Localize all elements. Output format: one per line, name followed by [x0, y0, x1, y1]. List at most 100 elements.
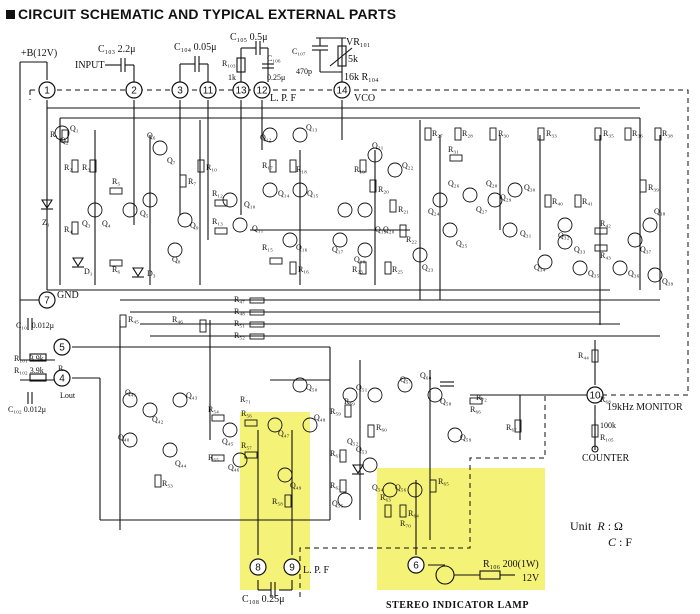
unit-c-value: : F [619, 535, 633, 549]
pin-number: 5 [59, 343, 65, 354]
unit-c-symbol: C [608, 535, 617, 549]
transistor-label: Q₂₅ [456, 239, 468, 248]
highlight-lpf-region [240, 412, 310, 590]
unit-r-symbol: R [597, 519, 605, 533]
pin-number: 8 [255, 563, 261, 574]
pin-12: 12 [253, 81, 271, 99]
transistor-label: Q₂₃ [422, 263, 434, 272]
resistor-label: R₁₉ [354, 165, 365, 174]
pin-13: 13 [232, 81, 250, 99]
transistor-label: Q₅₈ [440, 397, 452, 406]
vco-label: VCO [354, 93, 375, 104]
transistor-label: Q₄₆ [228, 463, 240, 472]
transistors [54, 125, 663, 508]
lamp-label: STEREO INDICATOR LAMP [386, 600, 529, 611]
resistor-label: R₃₃ [546, 129, 557, 138]
pin-9: 9 [283, 558, 301, 576]
c102-label: C₁₀₂ 0.012μ [8, 405, 46, 414]
transistor-label: Q₃₁ [520, 229, 532, 238]
resistor-label: R₁₂ [212, 189, 223, 198]
counter-label: COUNTER [582, 453, 630, 464]
transistor-label: Q₁₈ [354, 255, 366, 264]
transistor-label: Q₂₉ [500, 193, 512, 202]
transistor-label: Q₂₂ [402, 161, 414, 170]
resistor-label: R₂₅ [392, 265, 403, 274]
resistor-label: R₆₆ [470, 405, 481, 414]
resistor-label: R₁₈ [296, 165, 307, 174]
transistor-label: Q₉ [190, 221, 199, 230]
resistor-label: R₂₀ [378, 185, 389, 194]
resistor-label: R₄₁ [582, 197, 593, 206]
pin-number: 10 [589, 391, 601, 402]
transistor-label: Q₃₉ [662, 277, 674, 286]
resistor-label: R₄₂ [600, 219, 611, 228]
c107-label: C₁₀₇ [292, 47, 306, 56]
resistor-label: R₆₅ [438, 477, 449, 486]
pin-2: 2 [125, 81, 143, 99]
r105-label: R₁₀₅ [600, 433, 614, 442]
pin-number: 11 [203, 86, 214, 97]
c108-label: C₁₀₈ 0.25μ [242, 594, 285, 605]
resistor-label: R₇₀ [400, 519, 411, 528]
transistor-label: Q₃₅ [588, 269, 600, 278]
input-label: INPUT [75, 60, 104, 71]
resistor-label: R₁₇ [262, 161, 273, 170]
transistor-label: Q₁₅ [307, 189, 319, 198]
transistor-label: Q₂₆ [448, 179, 460, 188]
pin-1: 1 [38, 81, 56, 99]
r106-label: R₁₀₆ 200(1W) [483, 559, 539, 570]
transistor-label: Q₁ [70, 124, 79, 133]
transistor-label: Q₅₂ [347, 437, 359, 446]
resistor-label: R₅₁ [234, 319, 245, 328]
resistor-label: R₅ [112, 177, 120, 186]
resistor-label: R₄₈ [234, 307, 245, 316]
pin-number: 6 [413, 561, 419, 572]
transistor-label: Q₇ [167, 156, 176, 165]
resistor-label: R₂₇ [432, 129, 443, 138]
title-text: CIRCUIT SCHEMATIC AND TYPICAL EXTERNAL P… [18, 6, 397, 22]
resistor-label: R₁₅ [262, 243, 273, 252]
c107-value: 470p [296, 67, 312, 76]
resistor-label: R₅₂ [234, 331, 245, 340]
transistor-label: Q₃₇ [640, 245, 652, 254]
resistor-label: R₃₀ [498, 129, 509, 138]
resistor-label: R₂₁ [398, 205, 409, 214]
resistor-label: R₂₈ [462, 129, 473, 138]
resistor-label: R₃ [82, 163, 90, 172]
transistor-label: Q₆ [147, 131, 156, 140]
resistor-label: R₆₇ [506, 423, 517, 432]
transistor-label: Q₄₄ [175, 459, 187, 468]
transistor-label: Q₄₁ [125, 388, 137, 397]
unit-heading: Unit [570, 519, 592, 533]
c106-label: C₁₀₆ [267, 54, 281, 63]
transistor-label: Q₄₇ [278, 429, 290, 438]
c103-label: C₁₀₃ 2.2μ [98, 44, 136, 55]
r101-label: R₁₀₁ 3.9k [14, 354, 44, 363]
resistor-label: R₅₈ [272, 497, 283, 506]
pin-number: 9 [289, 563, 295, 574]
pin-number: 13 [235, 86, 247, 97]
resistor-label: R₄₃ [600, 251, 611, 260]
transistor-label: Q₅ [140, 209, 149, 218]
r-out-label: R [58, 364, 64, 373]
pin-7: 7 [38, 291, 56, 309]
resistor-label: R₅₉ [330, 407, 341, 416]
transistor-label: Q₁₀ [244, 200, 256, 209]
pin-6: 6 [407, 556, 425, 574]
resistor-label: R₅₄ [208, 405, 219, 414]
resistor-label: R₂₃ [352, 265, 363, 274]
pin-14: 14 [333, 81, 351, 99]
resistor-label: R₃₉ [648, 183, 659, 192]
c105-label: C₁₀₅ 0.5μ [230, 32, 268, 43]
resistor-label: R₆₂ [330, 481, 341, 490]
resistor-label: R₆₄ [408, 509, 419, 518]
transistor-label: Q₃₆ [628, 269, 640, 278]
pin-number: 2 [131, 86, 137, 97]
transistor-label: Q₂₈ [486, 179, 498, 188]
unit-legend: Unit R : Ω C : F [570, 518, 632, 550]
resistors [61, 127, 662, 518]
resistor-label: R₄ [64, 225, 72, 234]
transistor-label: Q₅₇ [400, 375, 412, 384]
external-parts [19, 37, 353, 360]
